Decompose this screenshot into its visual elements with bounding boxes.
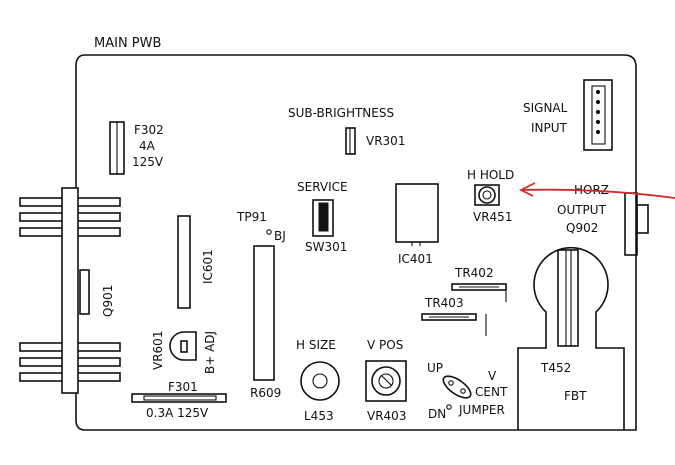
- board-outline: [75, 54, 637, 431]
- b-adj-label: B+ ADJ: [203, 331, 217, 374]
- service-switch-sw301: SERVICE SW301: [297, 180, 348, 254]
- service-label: SERVICE: [297, 180, 348, 194]
- tr403-label: TR403: [424, 296, 464, 310]
- cent-label: CENT: [475, 385, 508, 399]
- ic401-label: IC401: [398, 252, 433, 266]
- ic601-label: IC601: [201, 249, 215, 284]
- board-title: MAIN PWB: [94, 36, 161, 51]
- sub-brightness-vr301: SUB-BRIGHTNESS VR301: [288, 106, 405, 155]
- h-hold-vr451: H HOLD VR451: [467, 168, 514, 224]
- f301-rating: 0.3A 125V: [146, 406, 209, 420]
- ic401: IC401: [395, 183, 439, 266]
- q901-label: Q901: [101, 285, 115, 317]
- q902-label: Q902: [566, 221, 598, 235]
- tr402-label: TR402: [454, 266, 494, 280]
- f302-rating: 4A: [139, 139, 156, 153]
- bj-label: BJ: [274, 229, 286, 243]
- tr402: TR402: [451, 266, 507, 302]
- v-pos-label: V POS: [367, 338, 403, 352]
- tp91-label: TP91: [236, 210, 267, 224]
- v-pos-vr403: V POS VR403: [365, 338, 407, 423]
- l453-label: L453: [304, 409, 334, 423]
- vr601-b-adj: VR601 B+ ADJ: [151, 331, 217, 374]
- r609-label: R609: [250, 386, 281, 400]
- up-label: UP: [427, 361, 443, 375]
- vr601-label: VR601: [151, 331, 165, 370]
- f301-label: F301: [168, 380, 198, 394]
- ic601: IC601: [177, 215, 215, 309]
- fuse-f301: F301 0.3A 125V: [131, 380, 227, 420]
- sw301-label: SW301: [305, 240, 347, 254]
- v-label: V: [488, 369, 497, 383]
- flyback-t452: T452 FBT: [517, 246, 625, 430]
- tp91-r609: TP91 BJ R609: [236, 210, 286, 400]
- vr301-label: VR301: [366, 134, 405, 148]
- fuse-f302: F302 4A 125V: [109, 121, 164, 175]
- vr451-label: VR451: [473, 210, 512, 224]
- fbt-label: FBT: [564, 389, 587, 403]
- output-label: OUTPUT: [557, 203, 607, 217]
- h-hold-label: H HOLD: [467, 168, 514, 182]
- annotation-arrow: [518, 182, 675, 199]
- f302-voltage: 125V: [132, 155, 164, 169]
- horz-output-q902: HORZ OUTPUT Q902: [557, 183, 649, 256]
- f302-label: F302: [134, 123, 164, 137]
- sub-brightness-label: SUB-BRIGHTNESS: [288, 106, 394, 120]
- dn-label: DN: [428, 407, 446, 421]
- heatsink-q901: Q901: [19, 187, 121, 394]
- input-label: INPUT: [531, 121, 568, 135]
- h-size-l453: H SIZE L453: [296, 338, 340, 423]
- jumper-label: JUMPER: [458, 403, 505, 417]
- t452-label: T452: [540, 361, 571, 375]
- tr403: TR403: [421, 296, 487, 336]
- signal-label: SIGNAL: [523, 101, 568, 115]
- h-size-label: H SIZE: [296, 338, 336, 352]
- v-cent-jumper: UP V CENT DN JUMPER: [427, 361, 508, 421]
- vr403-label: VR403: [367, 409, 406, 423]
- signal-input-connector: SIGNAL INPUT: [523, 79, 613, 151]
